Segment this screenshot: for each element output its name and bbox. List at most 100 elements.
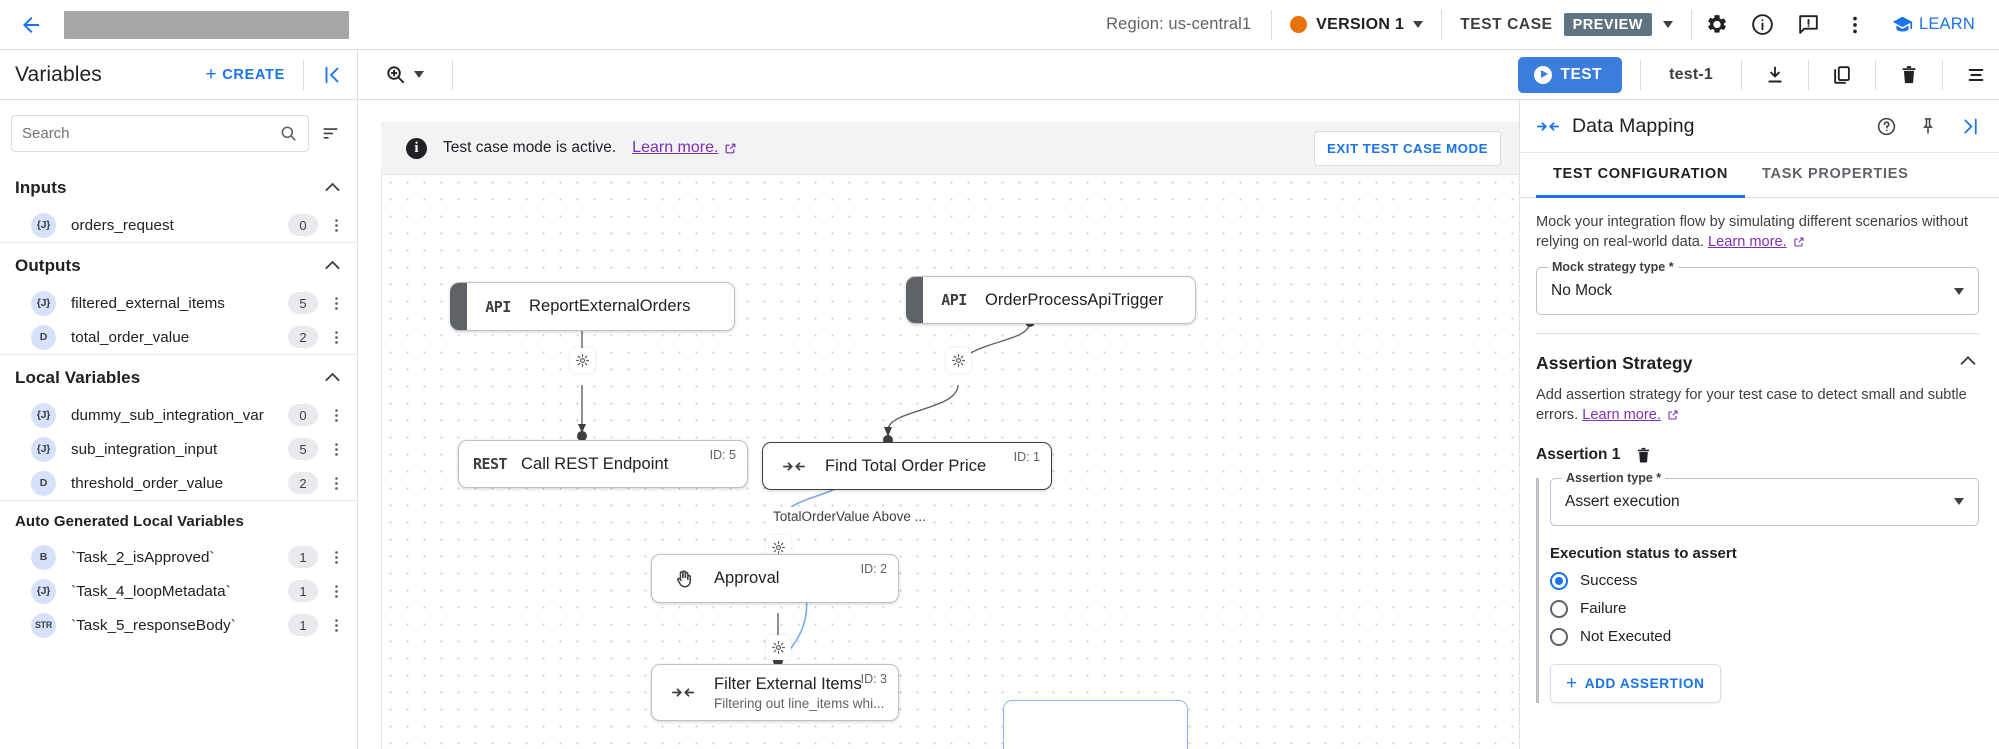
more-vert-icon[interactable] [326,407,346,424]
feedback-icon[interactable] [1786,2,1832,48]
variable-section-title: Auto Generated Local Variables [15,513,244,530]
more-vert-icon[interactable] [1832,2,1878,48]
banner-text: Test case mode is active. [443,139,617,156]
node-approval[interactable]: Approval ID: 2 [651,554,899,603]
node-order-process-api-trigger[interactable]: API OrderProcessApiTrigger [906,276,1196,324]
zoom-icon [387,66,405,84]
mock-learn-more-link[interactable]: Learn more. [1707,234,1787,251]
banner-learn-more-link[interactable]: Learn more. [632,139,719,156]
mock-strategy-select[interactable]: Mock strategy type * No Mock [1536,260,1979,316]
learn-button[interactable]: LEARN [1878,14,1985,35]
rest-icon: REST [472,455,508,473]
divider [1640,59,1642,90]
radio-button[interactable] [1550,599,1568,618]
search-row [0,100,357,165]
tab-task-properties[interactable]: TASK PROPERTIES [1762,166,1909,182]
zoom-control[interactable] [358,63,442,86]
trash-icon[interactable] [1886,52,1932,98]
variable-type-badge: {J} [31,290,56,316]
radio-option-success[interactable]: Success [1550,571,1979,590]
variable-row[interactable]: B`Task_2_isApproved`1 [0,540,357,574]
version-selector[interactable]: VERSION 1 [1274,16,1439,34]
data-mapping-icon [763,457,825,476]
node-id-label: ID: 2 [860,562,887,576]
expand-panel-icon[interactable] [1955,111,1985,141]
exit-test-case-mode-button[interactable]: EXIT TEST CASE MODE [1314,131,1501,166]
list-menu-icon[interactable] [1953,52,1999,98]
sort-icon[interactable] [317,121,343,147]
add-assertion-button[interactable]: + ADD ASSERTION [1550,663,1721,703]
test-case-preview-selector[interactable]: TEST CASE PREVIEW [1444,13,1689,36]
variable-usage-count: 1 [288,546,318,568]
test-case-name[interactable]: test-1 [1669,65,1713,83]
api-icon: API [941,291,967,309]
download-icon[interactable] [1752,52,1798,98]
copy-icon[interactable] [1819,52,1865,98]
radio-option-not-executed[interactable]: Not Executed [1550,627,1979,646]
assertion-strategy-header[interactable]: Assertion Strategy [1520,334,1999,381]
info-icon[interactable] [1740,2,1786,48]
variable-section-header[interactable]: Inputs [0,165,357,208]
radio-button[interactable] [1550,627,1568,646]
node-placeholder-card[interactable] [1003,700,1188,749]
variable-section-header[interactable]: Outputs [0,243,357,286]
collapse-panel-icon[interactable] [314,57,350,93]
edge-config-gear-icon[interactable] [946,348,971,373]
tab-test-configuration[interactable]: TEST CONFIGURATION [1536,153,1746,198]
search-input[interactable] [22,125,279,142]
more-vert-icon[interactable] [326,329,346,346]
node-call-rest-endpoint[interactable]: REST Call REST Endpoint ID: 5 [458,440,748,488]
variable-name: threshold_order_value [71,474,224,492]
more-vert-icon[interactable] [326,583,346,600]
more-vert-icon[interactable] [326,475,346,492]
assertion-type-select[interactable]: Assertion type * Assert execution [1550,470,1979,526]
node-report-external-orders[interactable]: API ReportExternalOrders [450,282,735,331]
divider [303,59,304,90]
mock-strategy-label: Mock strategy type * [1548,260,1678,275]
more-vert-icon[interactable] [326,217,346,234]
chevron-down-icon [1662,21,1673,28]
help-icon[interactable] [1871,111,1901,141]
test-case-mode-banner: i Test case mode is active. Learn more. … [381,122,1519,175]
gear-icon[interactable] [1694,2,1740,48]
more-vert-icon[interactable] [326,617,346,634]
node-filter-external-items[interactable]: Filter External Items Filtering out line… [651,664,899,721]
create-variable-button[interactable]: + CREATE [197,65,293,84]
edge-config-gear-icon[interactable] [570,348,595,373]
variable-section-header[interactable]: Auto Generated Local Variables [0,501,357,540]
variable-type-badge: {J} [31,436,56,462]
node-title: Filter External Items [714,674,862,693]
mock-strategy-block: Mock your integration flow by simulating… [1520,198,1999,335]
variable-row[interactable]: STR`Task_5_responseBody`1 [0,608,357,642]
variable-type-badge: D [31,470,56,496]
variable-row[interactable]: {J}`Task_4_loopMetadata`1 [0,574,357,608]
data-mapping-panel: Data Mapping TEST CONFIGURATION TASK PRO… [1519,100,1999,749]
assertion-learn-more-link[interactable]: Learn more. [1582,407,1661,424]
trash-icon[interactable] [1634,446,1653,465]
node-find-total-order-price[interactable]: Find Total Order Price ID: 1 [762,442,1052,490]
variable-name: sub_integration_input [71,440,218,458]
divider [1271,9,1273,40]
search-box[interactable] [11,115,309,152]
more-vert-icon[interactable] [326,441,346,458]
flow-canvas[interactable]: i Test case mode is active. Learn more. … [358,100,1519,749]
info-icon: i [406,137,427,159]
variable-section-header[interactable]: Local Variables [0,355,357,398]
edge-config-gear-icon[interactable] [766,635,791,660]
run-test-button[interactable]: TEST [1518,56,1623,93]
divider [1441,9,1443,40]
arrow-back-icon[interactable] [14,8,48,42]
pin-icon[interactable] [1913,111,1943,141]
more-vert-icon[interactable] [326,295,346,312]
radio-option-failure[interactable]: Failure [1550,599,1979,618]
radio-button[interactable] [1550,571,1568,590]
variable-type-badge: STR [31,612,56,638]
radio-label: Failure [1580,600,1627,617]
more-vert-icon[interactable] [326,549,346,566]
